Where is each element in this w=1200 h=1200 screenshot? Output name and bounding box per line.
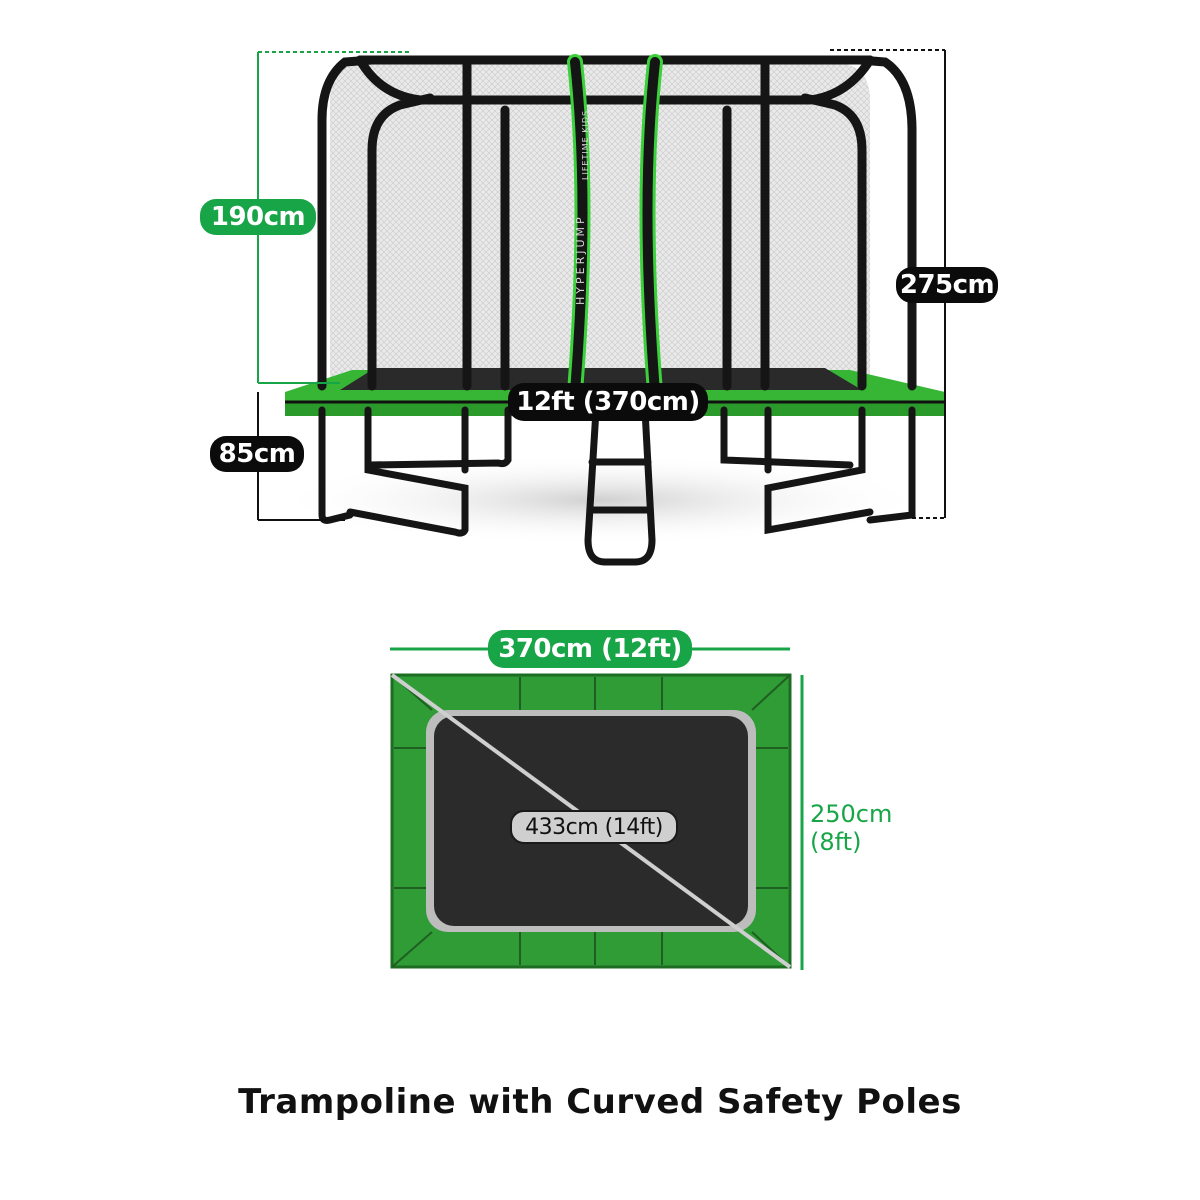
safety-net xyxy=(330,62,870,385)
depth-label-line2: (8ft) xyxy=(810,828,862,856)
brand-text: HYPERJUMP xyxy=(574,214,587,305)
total-height-label: 275cm xyxy=(896,267,998,303)
entry-door xyxy=(567,54,663,400)
ladder xyxy=(584,406,656,566)
pad-segments xyxy=(394,677,788,965)
diagonal-label: 433cm (14ft) xyxy=(510,810,678,844)
safety-poles xyxy=(317,55,917,391)
width-label: 12ft (370cm) xyxy=(508,383,708,421)
net-height-label: 190cm xyxy=(200,199,316,235)
trampoline-side-illustration: HYPERJUMP LIFETIME KIDS xyxy=(257,49,946,566)
depth-label-line1: 250cm xyxy=(810,800,893,828)
frame-legs xyxy=(318,406,916,537)
top-width-label: 370cm (12ft) xyxy=(488,630,692,668)
brand-logo: LIFETIME KIDS xyxy=(581,110,590,180)
product-caption: Trampoline with Curved Safety Poles xyxy=(238,1082,962,1122)
frame-height-label: 85cm xyxy=(210,436,304,472)
